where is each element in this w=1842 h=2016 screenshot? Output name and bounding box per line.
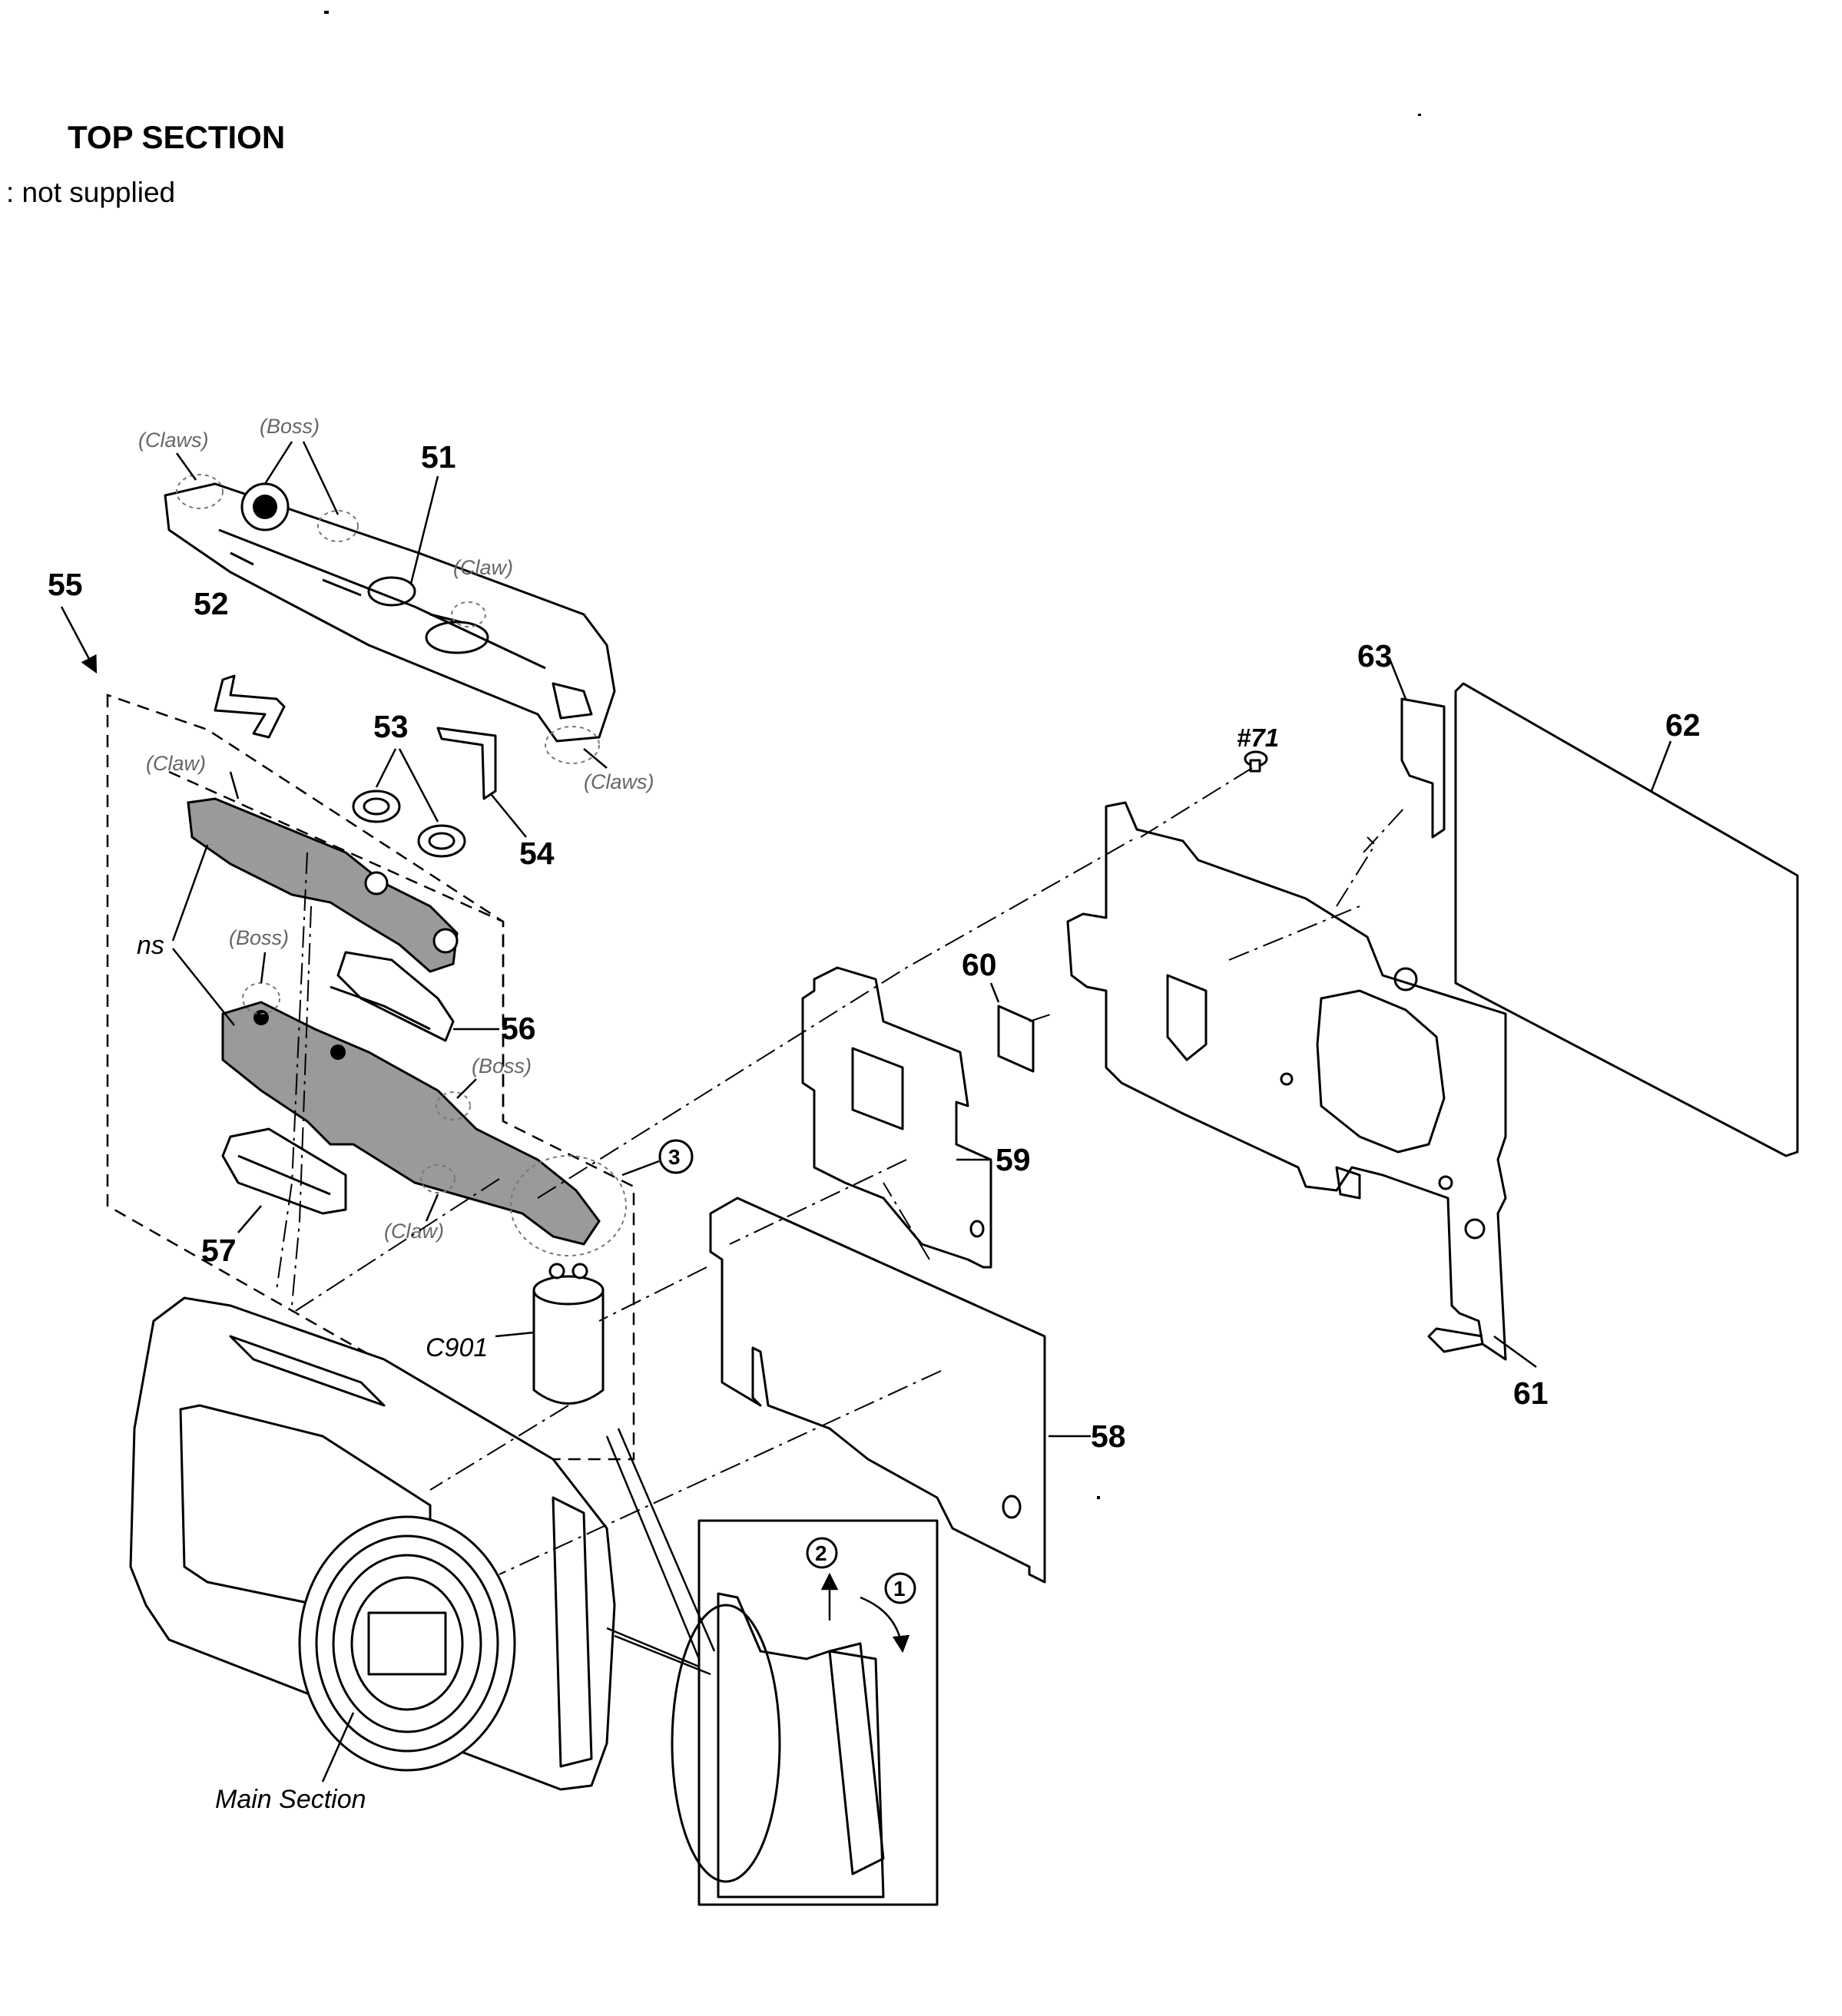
leader-boss-51	[263, 441, 340, 515]
part-58-sheet	[709, 1197, 1046, 1584]
part-number-54: 54	[519, 836, 555, 871]
leader-claw-55	[229, 771, 240, 799]
part-number-60: 60	[962, 947, 997, 982]
leader-62	[1650, 740, 1672, 792]
step-3-label: 3	[668, 1145, 681, 1169]
part-c901-capacitor	[532, 1263, 605, 1405]
alignment-line	[537, 836, 1138, 1199]
part-52-bracket	[214, 674, 286, 739]
assembly-55-inner	[168, 770, 505, 1121]
part-60-square	[997, 1005, 1035, 1073]
arrow-step-1	[860, 1596, 910, 1654]
leader-55	[60, 606, 98, 674]
leader-53	[375, 748, 439, 823]
leader-step-3	[621, 1160, 660, 1177]
part-61-chassis	[1066, 801, 1507, 1361]
alignment-line	[499, 1370, 942, 1575]
leader-54	[491, 794, 527, 838]
stray-mark	[324, 11, 329, 14]
assembly-55-boundary	[106, 694, 635, 1461]
part-number-55: 55	[48, 567, 83, 602]
callout-claws-51-right: (Claws)	[584, 770, 654, 793]
step-2-label: 2	[815, 1541, 827, 1565]
part-number-62: 62	[1665, 707, 1701, 743]
leader-boss-right	[456, 1078, 477, 1099]
main-section-camera	[129, 1296, 616, 1791]
leader-claws-51	[175, 452, 197, 481]
part-62-panel	[1454, 682, 1799, 1157]
part-56-bracket	[330, 951, 455, 1042]
step-marker-2	[806, 1537, 838, 1569]
step-marker-3	[658, 1139, 694, 1174]
stray-mark	[1097, 1496, 1100, 1499]
part-number-53: 53	[373, 709, 409, 744]
part-number-58: 58	[1091, 1418, 1126, 1454]
callout-ns: ns	[137, 931, 164, 960]
alignment-line	[598, 1266, 707, 1322]
alignment-line	[429, 1405, 569, 1491]
callout-boss-left: (Boss)	[229, 926, 289, 949]
part-55-flex-board-upper	[187, 797, 459, 973]
part-71-screw	[1244, 750, 1268, 773]
leader-51	[409, 475, 439, 584]
alignment-line	[1228, 905, 1360, 961]
callout-boss-51: (Boss)	[260, 415, 320, 438]
leader-boss-left	[260, 952, 267, 984]
inset-detail	[671, 1519, 939, 1906]
part-63-strip	[1400, 697, 1446, 839]
part-number-51: 51	[421, 439, 456, 475]
callout-circle-claw	[420, 1164, 456, 1193]
leader-57	[237, 1205, 262, 1233]
part-number-52: 52	[194, 586, 229, 621]
step-marker-1	[884, 1572, 916, 1604]
part-58-hole	[1002, 1495, 1022, 1519]
alignment-line	[729, 1159, 907, 1245]
alignment-line	[1363, 806, 1406, 853]
callout-boss-right: (Boss)	[472, 1054, 532, 1078]
leader-claws-51-right	[583, 748, 608, 769]
alignment-line	[1029, 1013, 1053, 1022]
leader-main-section	[321, 1712, 355, 1783]
callout-zone-3	[510, 1155, 627, 1256]
leader-63	[1389, 660, 1407, 700]
main-section-label: Main Section	[215, 1785, 366, 1814]
part-59-shield	[801, 966, 992, 1269]
callout-claw-55: (Claw)	[146, 752, 206, 775]
screw-axis	[1140, 767, 1253, 838]
part-number-59: 59	[996, 1142, 1031, 1177]
legend-note: : not supplied	[6, 177, 175, 208]
part-51-top-frame	[164, 474, 616, 764]
part-number-63: 63	[1357, 638, 1393, 674]
leader-61	[1493, 1335, 1537, 1369]
step-1-label: 1	[893, 1577, 906, 1601]
callout-claw-lower: (Claw)	[384, 1220, 444, 1243]
part-number-57: 57	[201, 1233, 237, 1268]
part-53-buttons	[352, 790, 466, 858]
callout-claw-51: (Claw)	[453, 556, 513, 579]
alignment-line	[291, 1178, 500, 1314]
part-number-56: 56	[501, 1011, 536, 1046]
stray-mark	[1418, 114, 1421, 116]
leader-claw-lower	[425, 1193, 439, 1222]
part-number-61: 61	[1513, 1375, 1549, 1411]
part-flex-board-lower	[221, 1001, 601, 1246]
inset-pointer	[605, 1428, 716, 1676]
alignment-line	[291, 905, 312, 1306]
alignment-line	[1336, 836, 1377, 907]
callout-claws-51: (Claws)	[138, 429, 209, 452]
leader-c901	[495, 1331, 535, 1338]
leader-60	[989, 982, 1000, 1003]
part-number-c901: C901	[426, 1333, 488, 1362]
alignment-line	[883, 1182, 930, 1260]
part-number-71: #71	[1237, 723, 1279, 752]
part-57-bracket	[221, 1127, 347, 1215]
page-title: TOP SECTION	[68, 119, 285, 155]
callout-circle-boss-right	[436, 1091, 471, 1121]
leader-ns	[171, 844, 235, 1026]
part-54-strip	[436, 727, 497, 800]
